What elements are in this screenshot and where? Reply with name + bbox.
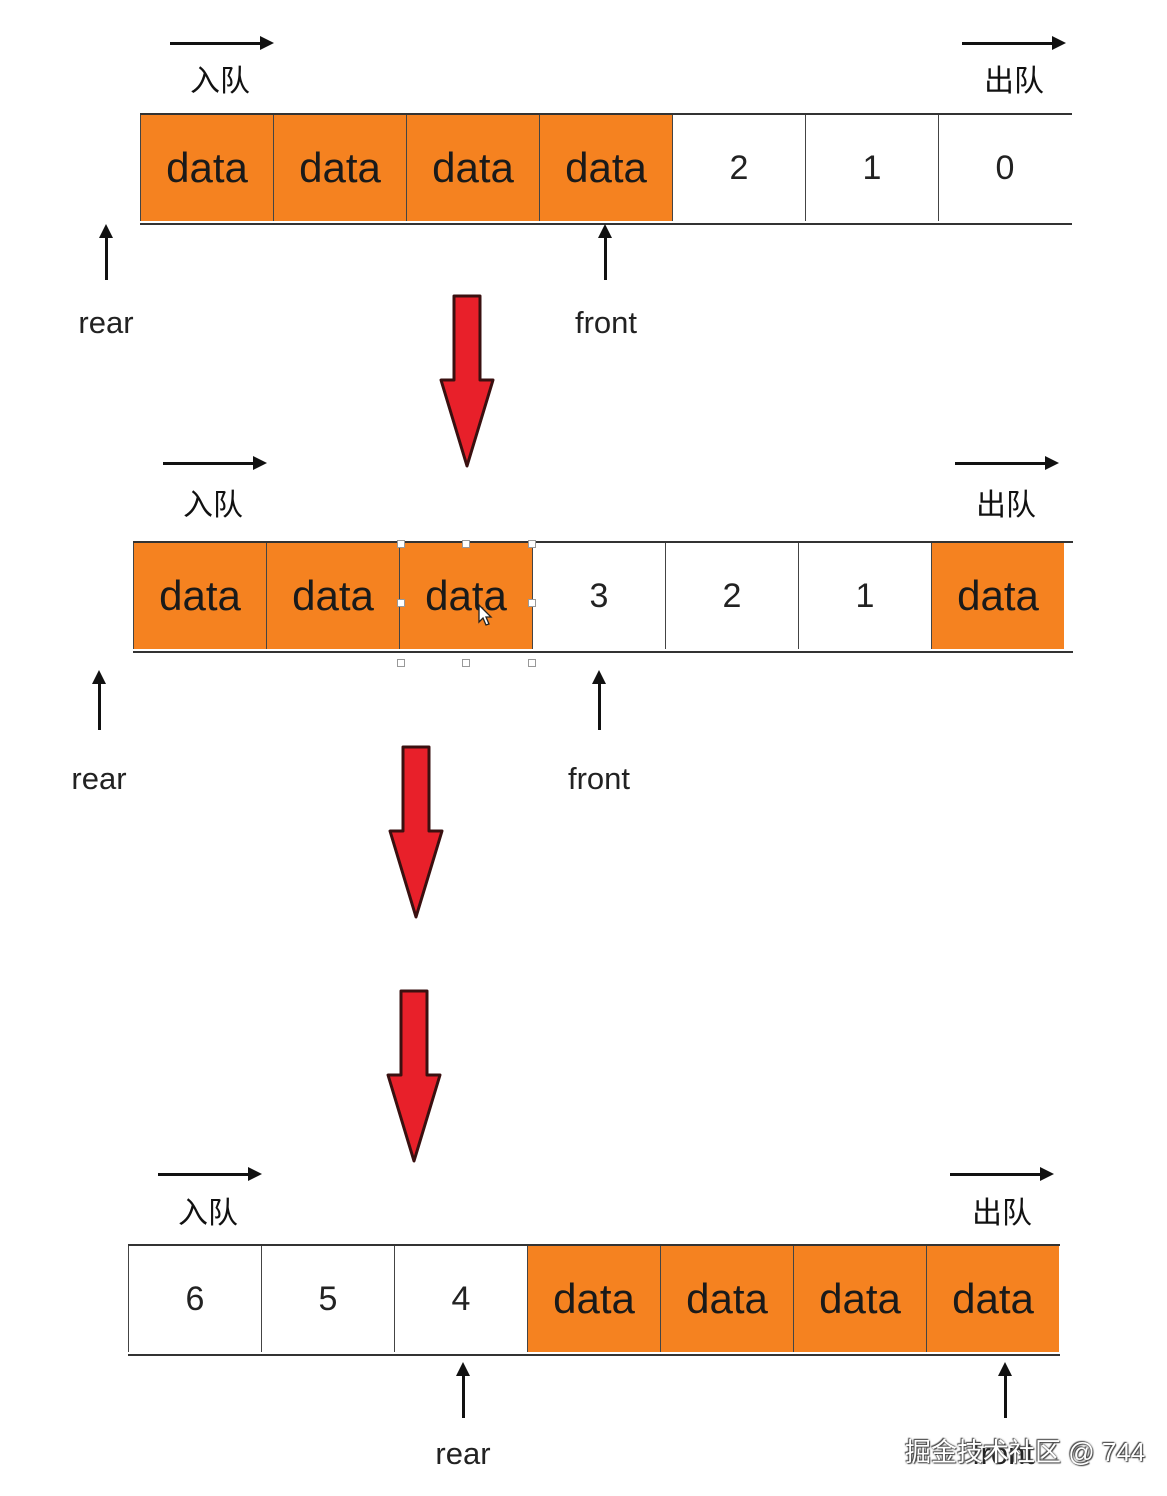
front-label: front <box>567 761 631 796</box>
down-arrow-icon <box>386 989 442 1163</box>
queue-cell-data: data <box>793 1246 926 1352</box>
rear-pointer-icon <box>92 670 106 730</box>
queue-cell-data: data <box>133 543 266 649</box>
front-label: front <box>574 305 638 340</box>
dequeue-arrow-icon <box>955 456 1059 470</box>
queue-cell-slot: 2 <box>665 543 798 649</box>
dequeue-label: 出队 <box>976 488 1036 523</box>
enqueue-label: 入队 <box>178 1196 238 1231</box>
rear-label: rear <box>78 305 134 340</box>
enqueue-arrow-icon <box>163 456 267 470</box>
selection-handle[interactable] <box>462 659 470 667</box>
rear-label: rear <box>71 761 127 796</box>
queue-cell-slot: 1 <box>798 543 931 649</box>
queue-cell-slot: 0 <box>938 115 1071 221</box>
queue-cell-slot: 1 <box>805 115 938 221</box>
down-arrow-icon <box>439 294 495 468</box>
queue-cell-slot: 3 <box>532 543 665 649</box>
queue-cell-data: data <box>931 543 1064 649</box>
rear-label: rear <box>435 1436 491 1471</box>
queue-cell-data: data <box>399 543 532 649</box>
queue-cell-data: data <box>926 1246 1059 1352</box>
queue-cell-data: data <box>266 543 399 649</box>
dequeue-label: 出队 <box>984 64 1044 99</box>
front-pointer-icon <box>998 1362 1012 1418</box>
front-pointer-icon <box>592 670 606 730</box>
selection-handle[interactable] <box>462 540 470 548</box>
queue-cell-slot: 2 <box>672 115 805 221</box>
queue-cell-data: data <box>273 115 406 221</box>
selection-handle[interactable] <box>397 659 405 667</box>
dequeue-label: 出队 <box>972 1196 1032 1231</box>
front-label: front <box>971 1436 1035 1471</box>
queue-cell-data: data <box>660 1246 793 1352</box>
queue-cell-data: data <box>406 115 539 221</box>
enqueue-arrow-icon <box>158 1167 262 1181</box>
front-pointer-icon <box>598 224 612 280</box>
dequeue-arrow-icon <box>962 36 1066 50</box>
rear-pointer-icon <box>456 1362 470 1418</box>
enqueue-label: 入队 <box>190 64 250 99</box>
enqueue-label: 入队 <box>183 488 243 523</box>
enqueue-arrow-icon <box>170 36 274 50</box>
selection-handle[interactable] <box>528 659 536 667</box>
selection-handle[interactable] <box>528 540 536 548</box>
selection-handle[interactable] <box>397 540 405 548</box>
selection-handle[interactable] <box>528 599 536 607</box>
queue-cell-data: data <box>539 115 672 221</box>
queue-cell-data: data <box>140 115 273 221</box>
watermark: 掘金技术社区 @ 744 <box>905 1437 1146 1467</box>
queue-cell-slot: 4 <box>394 1246 527 1352</box>
queue-cell-slot: 6 <box>128 1246 261 1352</box>
selection-handle[interactable] <box>397 599 405 607</box>
queue-cell-slot: 5 <box>261 1246 394 1352</box>
queue-cell-data: data <box>527 1246 660 1352</box>
mouse-cursor-icon <box>478 604 493 626</box>
dequeue-arrow-icon <box>950 1167 1054 1181</box>
down-arrow-icon <box>388 745 444 919</box>
rear-pointer-icon <box>99 224 113 280</box>
